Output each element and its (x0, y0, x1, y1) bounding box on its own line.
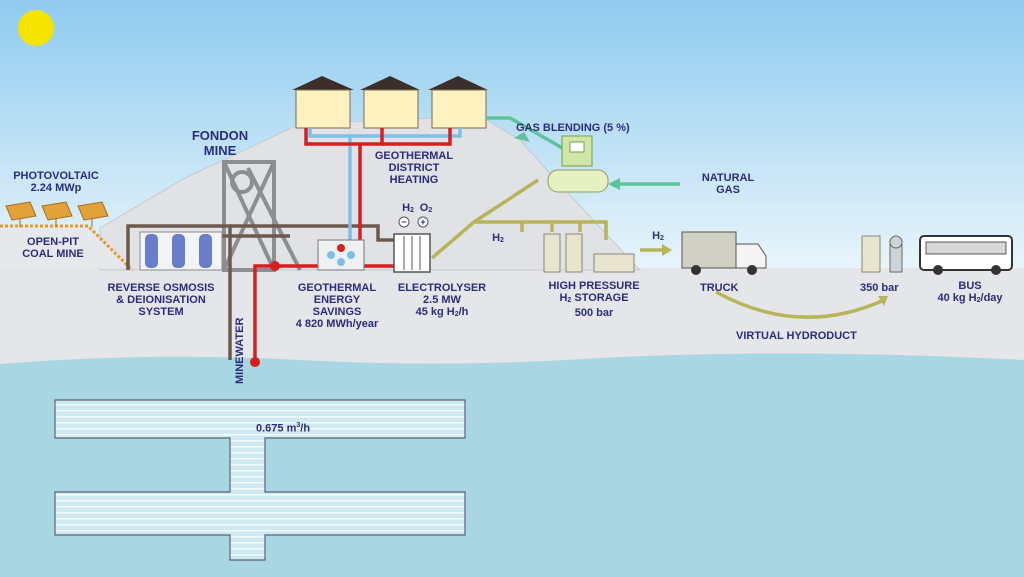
reverse-osmosis-units (139, 231, 223, 271)
electrolyser-icon (393, 233, 431, 273)
hydroduct-arrow-head (878, 296, 888, 306)
h2-terminal-label: H2 (398, 202, 418, 217)
flow-rate-sup: 3 (296, 422, 301, 429)
minus-terminal-icon (398, 216, 410, 228)
natural-gas-line1: NATURAL (701, 172, 755, 184)
geothermal-savings-line4: 4 820 MWh/year (295, 318, 379, 330)
o2-terminal-symbol: O (419, 202, 429, 214)
truck-icon (681, 231, 767, 275)
fueling-station-icon (861, 235, 903, 273)
hydrogen-storage-icon (543, 233, 635, 273)
electrolyser-rate-value: 45 kg H (415, 306, 455, 318)
natural-gas-arrow-head (608, 178, 620, 190)
ground (0, 268, 1024, 368)
reverse-osmosis-label: REVERSE OSMOSIS & DEIONISATION SYSTEM (96, 282, 226, 318)
bus-line1: BUS (958, 280, 982, 292)
storage-h-symbol: H (559, 292, 568, 304)
geothermal-savings-line2: ENERGY (313, 294, 361, 306)
photovoltaic-line1: PHOTOVOLTAIC (13, 170, 99, 182)
open-pit-edge (0, 224, 134, 272)
h2-truck-label: H2 (648, 230, 668, 245)
reverse-osmosis-line3: SYSTEM (138, 306, 184, 318)
h2-terminal-symbol: H (402, 202, 411, 214)
storage-line2: H2 STORAGE (534, 292, 654, 307)
electrolyser-label: ELECTROLYSER 2.5 MW 45 kg H2/h (392, 282, 492, 321)
photovoltaic-line2: 2.24 MWp (30, 182, 82, 194)
storage-line2-text: STORAGE (571, 292, 629, 304)
h2-terminal-sub: 2 (410, 207, 414, 214)
bus-icon (919, 235, 1013, 275)
h2-truck-symbol: H (652, 230, 661, 242)
open-pit-mine (0, 226, 132, 268)
electrolyser-line2: 2.5 MW (423, 294, 461, 306)
fondon-mine-line2: MINE (203, 143, 237, 158)
geothermal-heating-line1: GEOTHERMAL (374, 150, 454, 162)
electrolyser-line1: ELECTROLYSER (397, 282, 487, 294)
reverse-osmosis-line2: & DEIONISATION (116, 294, 206, 306)
flow-rate-label: 0.675 m3/h (256, 420, 310, 435)
blending-unit-icon (547, 135, 609, 193)
storage-line3: 500 bar (574, 307, 614, 319)
minewater-label: MINEWATER (234, 317, 246, 384)
mine-headframe-icon (222, 160, 302, 272)
plus-terminal-icon (417, 216, 429, 228)
geothermal-heating-line3: HEATING (389, 174, 439, 186)
flow-rate-unit: /h (300, 422, 311, 435)
geothermal-savings-line1: GEOTHERMAL (297, 282, 377, 294)
bus-line2: 40 kg H2/day (920, 292, 1020, 307)
o2-terminal-label: O2 (416, 202, 436, 217)
hydrogen-flow-arrows (430, 178, 885, 319)
truck-label: TRUCK (700, 282, 739, 294)
h2-arrow-head (662, 244, 672, 256)
mine-galleries (54, 399, 466, 561)
geothermal-heating-label: GEOTHERMAL DISTRICT HEATING (364, 150, 464, 186)
gas-blending-label: GAS BLENDING (5 %) (516, 122, 630, 134)
geothermal-savings-label: GEOTHERMAL ENERGY SAVINGS 4 820 MWh/year (282, 282, 392, 330)
storage-label: HIGH PRESSURE H2 STORAGE 500 bar (534, 280, 654, 319)
open-pit-line1: OPEN-PIT (27, 236, 79, 248)
virtual-hydroduct-label: VIRTUAL HYDRODUCT (736, 330, 857, 342)
electrolyser-rate-sub: 2 (454, 311, 459, 318)
minus-label: − (401, 217, 407, 227)
fondon-mine-line1: FONDON (191, 128, 249, 143)
h2-truck-sub: 2 (660, 235, 664, 242)
bus-rate-unit: /day (980, 292, 1003, 304)
geothermal-savings-line3: SAVINGS (312, 306, 362, 318)
gas-flow-arrows (486, 116, 680, 186)
h2-flow-symbol: H (492, 232, 501, 244)
h2-flow-label: H2 (488, 232, 508, 247)
plus-label: + (420, 217, 426, 227)
houses-icon (292, 76, 488, 129)
open-pit-line2: COAL MINE (22, 248, 84, 260)
bus-rate-sub: 2 (976, 297, 981, 304)
heat-exchanger-icon (317, 239, 365, 271)
flow-rate-value: 0.675 m (256, 422, 297, 435)
geothermal-heating-line2: DISTRICT (388, 162, 440, 174)
electrolyser-rate: 45 kg H2/h (392, 306, 492, 321)
natural-gas-label: NATURAL GAS (688, 172, 768, 196)
bus-rate-value: 40 kg H (937, 292, 977, 304)
bus-label: BUS 40 kg H2/day (920, 280, 1020, 307)
open-pit-label: OPEN-PIT COAL MINE (8, 236, 98, 260)
groundwater (0, 353, 1024, 577)
fondon-mine-label: FONDON MINE (180, 128, 260, 158)
sun-icon (18, 10, 54, 46)
h2-flow-sub: 2 (500, 237, 504, 244)
minewater-intake-icon (250, 357, 260, 367)
natural-gas-line2: GAS (716, 184, 740, 196)
minewater-valve-icon (270, 261, 280, 271)
storage-line1: HIGH PRESSURE (548, 280, 640, 292)
station-pressure-label: 350 bar (860, 282, 899, 294)
storage-h-sub: 2 (567, 297, 572, 304)
photovoltaic-label: PHOTOVOLTAIC 2.24 MWp (6, 170, 106, 194)
electrolyser-rate-unit: /h (458, 306, 469, 318)
gas-blending-arrow-head (514, 132, 530, 142)
solar-panel-icon (5, 201, 109, 227)
reverse-osmosis-line1: REVERSE OSMOSIS (107, 282, 215, 294)
o2-terminal-sub: 2 (428, 207, 433, 214)
